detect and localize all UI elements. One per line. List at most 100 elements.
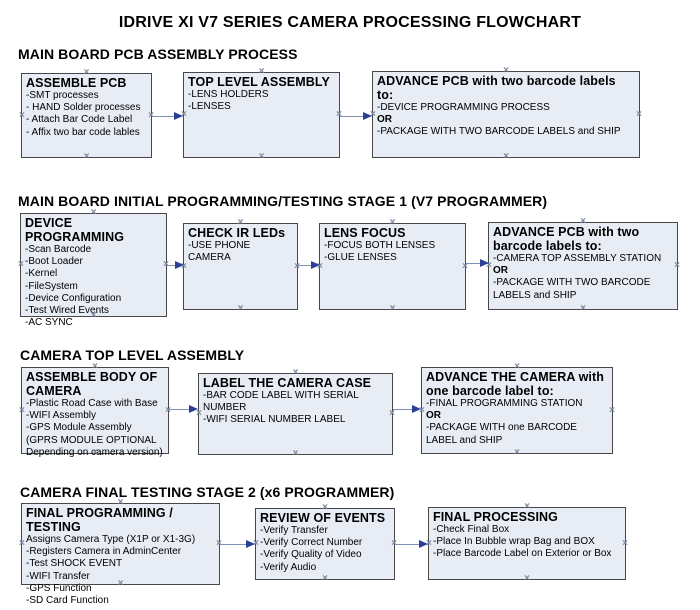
box-title: REVIEW OF EVENTS: [260, 511, 386, 525]
box-line: -Device Configuration: [25, 292, 122, 304]
box-line: -SD Card Function: [26, 594, 109, 606]
flow-box-final-processing: FINAL PROCESSING -Check Final Box -Place…: [426, 502, 628, 584]
box-line: -Test SHOCK EVENT: [26, 558, 123, 570]
box-line: Assigns Camera Type (X1P or X1-3G): [26, 534, 196, 545]
box-line: -PACKAGE WITH TWO BARCODE LABELS and SHI…: [493, 277, 651, 301]
connection-point-icon: ×: [622, 537, 628, 549]
box-line: -GPS Module Assembly: [26, 422, 132, 434]
connection-point-icon: ×: [19, 538, 25, 549]
connection-point-icon: ×: [258, 151, 265, 162]
box-line: -CAMERA TOP ASSEMBLY STATION: [493, 253, 662, 264]
box-line-or: OR: [493, 265, 508, 277]
connection-point-icon: ×: [292, 448, 299, 459]
flow-arrow: [152, 111, 183, 120]
box-line-or: OR: [426, 410, 441, 422]
box-line: -FINAL PROGRAMMING STATION: [426, 398, 583, 409]
box-title: ADVANCE THE CAMERA with one barcode labe…: [426, 370, 604, 398]
box-line: -BAR CODE LABEL WITH SERIAL NUMBER: [203, 390, 359, 414]
box-title: DEVICE PROGRAMMING: [25, 216, 125, 244]
connection-point-icon: ×: [462, 260, 468, 272]
connection-point-icon: ×: [636, 108, 642, 120]
connection-point-icon: ×: [83, 151, 90, 162]
connection-point-icon: ×: [580, 303, 586, 314]
box-line: - Attach Bar Code Label: [26, 114, 133, 126]
box-title: LENS FOCUS: [324, 226, 406, 240]
box-line: -LENS HOLDERS: [188, 89, 269, 100]
connection-point-icon: ×: [19, 404, 25, 416]
flow-box-advance-pcb-camera-top: ADVANCE PCB with two barcode labels to: …: [486, 217, 680, 314]
box-title: TOP LEVEL ASSEMBLY: [188, 75, 330, 89]
box-line: -Kernel: [25, 268, 58, 280]
flow-arrow: [393, 404, 421, 413]
flow-box-label-camera-case: LABEL THE CAMERA CASE -BAR CODE LABEL WI…: [196, 368, 395, 459]
box-line: -Verify Quality of Video: [260, 549, 362, 561]
box-line: -LENSES: [188, 101, 231, 113]
box-line: - HAND Solder processes: [26, 102, 141, 114]
box-line: -AC SYNC: [25, 317, 73, 329]
box-line: -Registers Camera in AdminCenter: [26, 546, 182, 558]
connection-point-icon: ×: [237, 303, 244, 314]
connection-point-icon: ×: [18, 259, 24, 270]
box-line: -DEVICE PROGRAMMING PROCESS: [377, 102, 550, 113]
box-line: -PACKAGE WITH TWO BARCODE LABELS and SHI…: [377, 126, 621, 138]
box-line: -Verify Correct Number: [260, 537, 363, 549]
box-line: -Check Final Box: [433, 524, 510, 535]
box-line: -PACKAGE WITH one BARCODE LABEL and SHIP: [426, 422, 577, 446]
box-line: -GLUE LENSES: [324, 252, 397, 264]
page-title: IDRIVE XI V7 SERIES CAMERA PROCESSING FL…: [118, 14, 582, 31]
box-title: ADVANCE PCB with two barcode labels to:: [493, 225, 640, 253]
flow-arrow: [167, 260, 184, 269]
flow-box-final-programming-testing: FINAL PROGRAMMING / TESTING Assigns Came…: [19, 498, 222, 606]
box-title: ADVANCE PCB with two barcode labels to:: [377, 74, 616, 102]
connection-point-icon: ×: [514, 447, 520, 458]
flow-arrow: [220, 539, 255, 548]
flow-box-check-ir-leds: CHECK IR LEDs -USE PHONE CAMERA ××××: [181, 218, 300, 314]
box-line: -Verify Audio: [260, 561, 317, 573]
connection-point-icon: ×: [609, 404, 615, 416]
section-heading-pcb-assembly: MAIN BOARD PCB ASSEMBLY PROCESS: [18, 46, 298, 62]
box-line: -SMT processes: [26, 90, 99, 101]
box-line: -Boot Loader: [25, 256, 83, 268]
connection-point-icon: ×: [524, 573, 530, 584]
box-title: ASSEMBLE PCB: [26, 76, 127, 90]
box-line: Depending on camera version): [26, 446, 163, 458]
flow-box-advance-camera: ADVANCE THE CAMERA with one barcode labe…: [419, 362, 615, 458]
connection-point-icon: ×: [674, 260, 680, 271]
flow-arrow: [395, 539, 428, 548]
box-line: -GPS Function: [26, 582, 92, 594]
box-line: -FOCUS BOTH LENSES: [324, 240, 436, 251]
connection-point-icon: ×: [322, 573, 328, 584]
flow-box-review-of-events: REVIEW OF EVENTS -Verify Transfer -Verif…: [253, 503, 397, 584]
flow-arrow: [466, 258, 489, 267]
connection-point-icon: ×: [336, 109, 342, 120]
box-line: (GPRS MODULE OPTIONAL: [26, 434, 157, 446]
box-line: - Affix two bar code lables: [26, 126, 140, 138]
flow-box-assemble-pcb: ASSEMBLE PCB -SMT processes - HAND Solde…: [19, 68, 154, 162]
flow-box-advance-pcb-ship: ADVANCE PCB with two barcode labels to: …: [370, 66, 642, 162]
flow-arrow: [340, 111, 372, 120]
flow-box-lens-focus: LENS FOCUS -FOCUS BOTH LENSES -GLUE LENS…: [317, 218, 468, 314]
box-line: -WIFI SERIAL NUMBER LABEL: [203, 414, 346, 426]
box-line: -Scan Barcode: [25, 244, 92, 255]
box-line: -WIFI Transfer: [26, 570, 90, 582]
box-line: -Test Wired Events: [25, 304, 109, 316]
box-line-or: OR: [377, 114, 392, 126]
section-heading-initial-programming: MAIN BOARD INITIAL PROGRAMMING/TESTING S…: [18, 193, 548, 209]
flow-box-device-programming: DEVICE PROGRAMMING -Scan Barcode -Boot L…: [18, 208, 169, 329]
connection-point-icon: ×: [389, 408, 395, 419]
flow-box-assemble-body: ASSEMBLE BODY OF CAMERA -Plastic Road Ca…: [19, 362, 171, 458]
box-title: FINAL PROCESSING: [433, 510, 558, 524]
connection-point-icon: ×: [389, 303, 396, 314]
box-title: CHECK IR LEDs: [188, 226, 286, 240]
box-line: -FileSystem: [25, 280, 78, 292]
box-title: LABEL THE CAMERA CASE: [203, 376, 372, 390]
box-title: FINAL PROGRAMMING / TESTING: [26, 506, 173, 534]
connection-point-icon: ×: [19, 109, 25, 121]
box-line: -Place Barcode Label on Exterior or Box: [433, 548, 612, 560]
box-line: -WIFI Assembly: [26, 410, 97, 422]
connection-point-icon: ×: [503, 151, 509, 162]
flow-arrow: [169, 404, 198, 413]
box-line: -USE PHONE CAMERA: [188, 240, 251, 264]
box-line: -Place In Bubble wrap Bag and BOX: [433, 536, 595, 548]
